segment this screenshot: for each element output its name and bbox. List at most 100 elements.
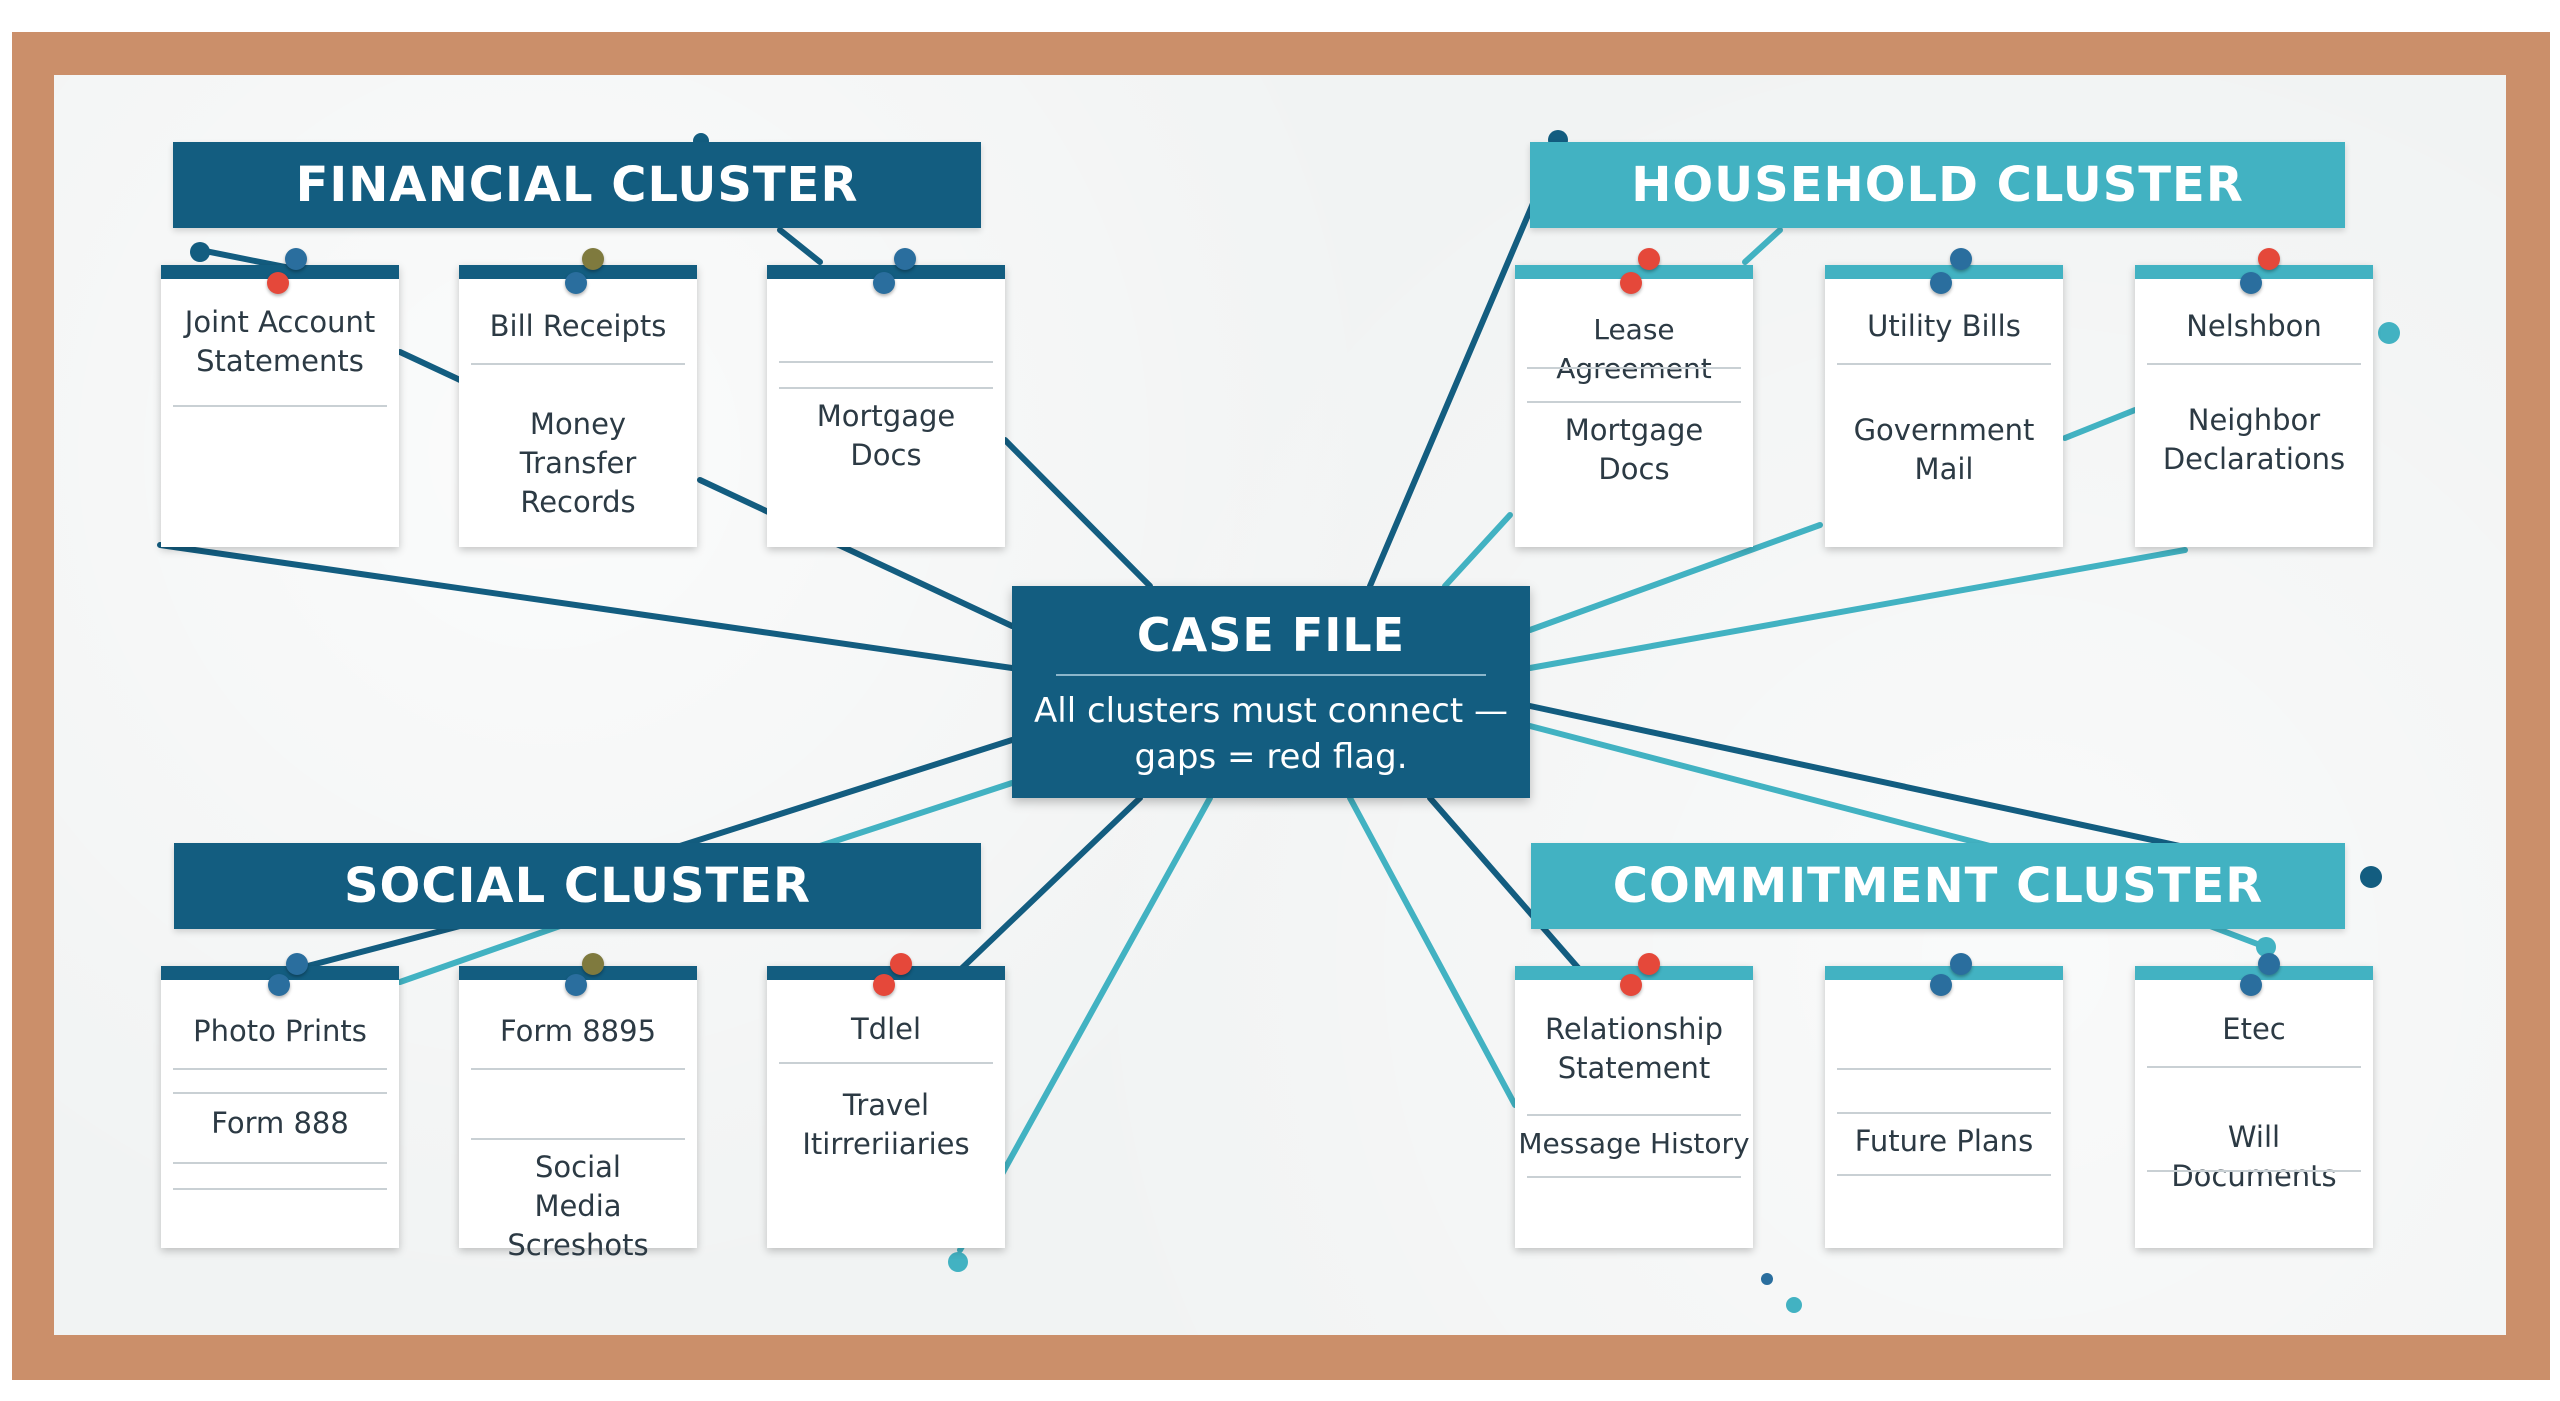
card-body: Mortgage Docs <box>1564 413 1704 486</box>
card-body: Social Media Screshots <box>507 1150 649 1262</box>
household-card-1: Lease Agreement Mortgage Docs <box>1515 265 1753 547</box>
card-title: Etec <box>2222 1012 2286 1046</box>
divider <box>173 405 387 407</box>
divider <box>173 1092 387 1094</box>
divider <box>779 387 993 389</box>
card-body: Money Transfer Records <box>519 407 637 519</box>
link-commit-banner <box>1527 703 2183 849</box>
pushpin-blue <box>2240 272 2262 294</box>
link-mortgage-fin <box>1002 437 1153 589</box>
social-card-3: Tdlel Travel Itirreriiaries <box>767 966 1005 1248</box>
pushpin-blue <box>2240 974 2262 996</box>
link-message <box>1347 795 1518 1108</box>
household-cluster-header: HOUSEHOLD CLUSTER <box>1530 142 2345 228</box>
pushpin-blue <box>268 974 290 996</box>
pin-dot <box>948 1252 968 1272</box>
pushpin-red <box>1638 953 1660 975</box>
household-card-3: Nelshbon Neighbor Declarations <box>2135 265 2373 547</box>
link-bill-receipts <box>397 349 463 383</box>
link-joint-account <box>157 542 1015 671</box>
link-money-transfer <box>697 477 1015 629</box>
pushpin-red <box>1620 974 1642 996</box>
divider <box>471 1138 685 1140</box>
link-social-mid <box>817 780 1015 849</box>
divider <box>471 363 685 365</box>
card-body: Travel Itirreriiaries <box>802 1088 970 1161</box>
link-travel <box>957 795 1143 973</box>
pushpin-red <box>1620 272 1642 294</box>
divider <box>1527 401 1741 403</box>
card-band <box>1825 966 2063 980</box>
divider <box>779 361 993 363</box>
card-body: Neighbor Declarations <box>2162 403 2346 476</box>
link-photo <box>297 923 463 971</box>
divider <box>1837 1112 2051 1114</box>
pushpin-blue <box>565 272 587 294</box>
pushpin-red <box>267 272 289 294</box>
divider <box>173 1162 387 1164</box>
card-band <box>2135 966 2373 980</box>
card-title: Photo Prints <box>193 1014 367 1048</box>
pin-dot <box>190 242 210 262</box>
divider <box>1837 1068 2051 1070</box>
divider <box>1527 367 1741 369</box>
divider <box>1837 363 2051 365</box>
divider <box>1056 674 1486 676</box>
divider <box>2147 1066 2361 1068</box>
link-social-banner <box>677 737 1015 849</box>
commitment-card-2: Future Plans <box>1825 966 2063 1248</box>
case-file-title: CASE FILE <box>1136 608 1406 662</box>
pushpin-red <box>1638 248 1660 270</box>
card-title: Tdlel <box>850 1012 922 1046</box>
social-card-2: Form 8895 Social Media Screshots <box>459 966 697 1262</box>
commitment-card-3: Etec Will Documents <box>2135 966 2373 1248</box>
pin-dot <box>2256 937 2276 957</box>
divider <box>173 1068 387 1070</box>
card-title: Nelshbon <box>2186 309 2322 343</box>
case-file-box: CASE FILE All clusters must connect — ga… <box>1012 586 1530 798</box>
link-fin-banner <box>777 227 823 265</box>
pushpin-red <box>890 953 912 975</box>
card-body: Form 888 <box>211 1106 349 1140</box>
household-card-2: Utility Bills Government Mail <box>1825 265 2063 547</box>
divider <box>2147 1170 2361 1172</box>
card-band <box>1515 966 1753 980</box>
card-band <box>459 966 697 980</box>
link-commit-mid <box>1527 723 1993 849</box>
pin-dot <box>2360 866 2382 888</box>
divider <box>173 1188 387 1190</box>
pin-dot <box>1761 1273 1773 1285</box>
card-body: Future Plans <box>1854 1124 2034 1158</box>
card-title: Bill Receipts <box>489 309 667 343</box>
divider <box>779 1062 993 1064</box>
card-title: Utility Bills <box>1867 309 2021 343</box>
link-lease <box>1442 512 1513 589</box>
link-form <box>397 923 563 985</box>
pushpin-blue <box>1950 953 1972 975</box>
pushpin-blue <box>2258 953 2280 975</box>
pushpin-blue <box>1930 974 1952 996</box>
divider <box>1837 1174 2051 1176</box>
financial-card-1: Joint Account Statements <box>161 265 399 547</box>
link-household-banner <box>1367 137 1563 589</box>
pushpin-blue <box>286 953 308 975</box>
social-card-1: Photo Prints Form 888 <box>161 966 399 1248</box>
pushpin-blue <box>1930 272 1952 294</box>
pushpin-olive <box>582 248 604 270</box>
link-gov-mail <box>2062 407 2138 441</box>
social-cluster-header: SOCIAL CLUSTER <box>174 843 981 929</box>
link-neighbor <box>1527 547 2188 671</box>
pushpin-blue <box>285 248 307 270</box>
financial-card-2: Bill Receipts Money Transfer Records <box>459 265 697 547</box>
card-title: Joint Account Statements <box>184 305 376 378</box>
card-title: Form 8895 <box>499 1014 657 1048</box>
commitment-card-1: Relationship Statement Message History <box>1515 966 1753 1248</box>
divider <box>471 1068 685 1070</box>
pushpin-olive <box>582 953 604 975</box>
pushpin-blue <box>873 272 895 294</box>
pushpin-red <box>2258 248 2280 270</box>
card-body: Will Documents <box>2171 1120 2337 1193</box>
card-title: Relationship Statement <box>1544 1012 1724 1085</box>
financial-cluster-header: FINANCIAL CLUSTER <box>173 142 981 228</box>
pin-dot <box>1786 1297 1802 1313</box>
